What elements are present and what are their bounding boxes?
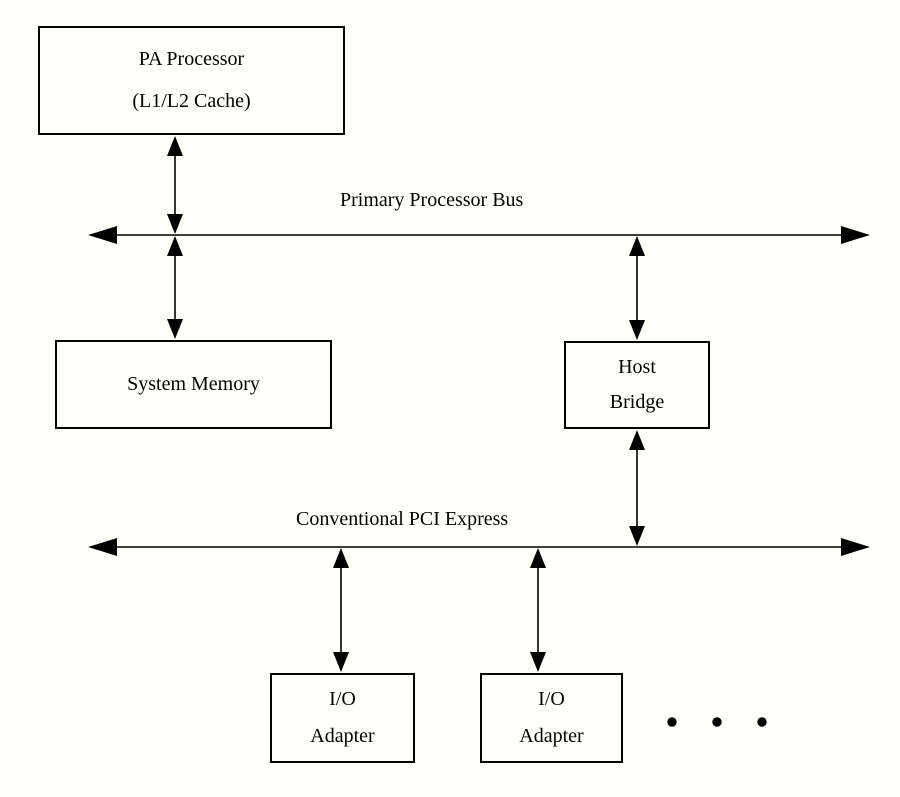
connector-pci-bus-to-io-adapter-1	[333, 548, 349, 672]
node-io-adapter-2: I/O Adapter	[480, 673, 623, 763]
arrowhead-right-icon	[841, 226, 870, 244]
primary-processor-bus-arrow	[88, 226, 870, 244]
ellipsis-icon	[667, 717, 767, 727]
connector-pci-bus-to-io-adapter-2	[530, 548, 546, 672]
arrowhead-down-icon	[167, 319, 183, 339]
node-host-bridge: Host Bridge	[564, 341, 710, 429]
arrowhead-right-icon	[841, 538, 870, 556]
arrowhead-up-icon	[629, 236, 645, 256]
node-io-adapter-1-label-line2: Adapter	[310, 724, 375, 747]
connector-primary-bus-to-system-memory	[167, 236, 183, 339]
node-io-adapter-1: I/O Adapter	[270, 673, 415, 763]
node-host-bridge-label-line2: Bridge	[609, 391, 665, 414]
node-pa-processor-label-line1: PA Processor	[138, 47, 245, 70]
arrowhead-down-icon	[530, 652, 546, 672]
arrowhead-up-icon	[333, 548, 349, 568]
node-io-adapter-2-label-line2: Adapter	[519, 724, 584, 747]
arrowhead-down-icon	[333, 652, 349, 672]
connector-pa-processor-to-primary-bus	[167, 136, 183, 234]
arrowhead-up-icon	[629, 430, 645, 450]
arrowhead-down-icon	[167, 214, 183, 234]
pci-express-bus-arrow	[88, 538, 870, 556]
arrowhead-up-icon	[167, 136, 183, 156]
node-system-memory-label: System Memory	[127, 373, 260, 395]
arrowhead-down-icon	[629, 320, 645, 340]
connector-host-bridge-to-pci-bus	[629, 430, 645, 546]
arrowhead-left-icon	[88, 226, 117, 244]
primary-processor-bus-label: Primary Processor Bus	[340, 189, 524, 211]
conventional-pci-express-label: Conventional PCI Express	[296, 508, 509, 530]
node-host-bridge-label-line1: Host	[618, 355, 656, 378]
node-io-adapter-2-label-line1: I/O	[538, 688, 565, 711]
node-system-memory: System Memory	[55, 340, 332, 429]
arrowhead-up-icon	[530, 548, 546, 568]
connector-primary-bus-to-host-bridge	[629, 236, 645, 340]
node-pa-processor-label-line2: (L1/L2 Cache)	[132, 90, 251, 113]
arrowhead-left-icon	[88, 538, 117, 556]
arrowhead-up-icon	[167, 236, 183, 256]
node-pa-processor: PA Processor (L1/L2 Cache)	[38, 26, 345, 135]
arrowhead-down-icon	[629, 526, 645, 546]
node-io-adapter-1-label-line1: I/O	[329, 688, 356, 711]
